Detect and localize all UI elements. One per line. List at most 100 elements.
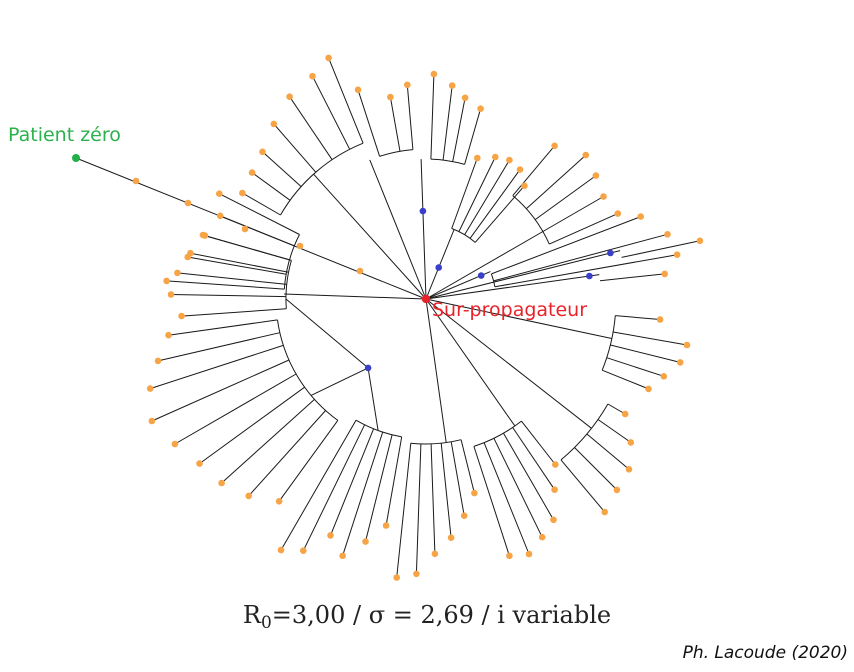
case-node bbox=[551, 142, 558, 150]
transmission-edge bbox=[464, 159, 510, 235]
case-node bbox=[187, 249, 194, 257]
case-node bbox=[431, 550, 439, 558]
transmission-edge bbox=[607, 403, 626, 415]
transmission-edge bbox=[458, 156, 496, 232]
case-node bbox=[184, 199, 192, 207]
case-node bbox=[362, 538, 369, 545]
transmission-edge bbox=[219, 193, 300, 235]
transmission-edge bbox=[415, 443, 422, 574]
case-node bbox=[309, 72, 316, 80]
generation-arc bbox=[473, 420, 522, 447]
transmission-edge bbox=[406, 84, 414, 150]
case-node bbox=[538, 533, 546, 541]
transmission-edge bbox=[430, 74, 435, 160]
transmission-edge bbox=[385, 436, 403, 526]
transmission-edge bbox=[365, 434, 393, 542]
generation-arc bbox=[560, 403, 609, 461]
transmission-edge bbox=[464, 108, 482, 165]
case-node bbox=[656, 316, 664, 323]
case-node bbox=[447, 534, 455, 541]
case-node bbox=[448, 82, 456, 89]
case-node bbox=[525, 550, 533, 558]
case-node bbox=[660, 373, 668, 380]
transmission-edge bbox=[542, 196, 604, 232]
transmission-edge bbox=[425, 229, 455, 300]
transmission-edge bbox=[512, 427, 556, 490]
tree-edges bbox=[75, 57, 701, 578]
case-node bbox=[413, 570, 420, 578]
transmission-edge bbox=[425, 298, 516, 427]
caption-r-symbol: R bbox=[242, 601, 261, 629]
transmission-edge bbox=[199, 386, 305, 465]
super-spreader-label: Sur-propagateur bbox=[432, 299, 588, 321]
transmission-edge bbox=[170, 294, 287, 298]
case-node bbox=[196, 460, 203, 467]
transmission-edge bbox=[606, 357, 664, 377]
transmission-edge bbox=[202, 234, 292, 261]
transmission-edge bbox=[586, 433, 630, 470]
patient-zero-node bbox=[72, 154, 80, 162]
case-node bbox=[325, 54, 332, 62]
transmission-edge bbox=[430, 443, 436, 554]
transmission-edge bbox=[284, 293, 427, 300]
generation-arc bbox=[283, 234, 300, 290]
case-node bbox=[277, 546, 285, 554]
transmission-edge bbox=[242, 192, 281, 216]
transmission-edge bbox=[451, 157, 478, 229]
case-node bbox=[592, 172, 600, 179]
intermediate-node bbox=[477, 272, 485, 279]
case-node bbox=[614, 210, 622, 217]
transmission-edge bbox=[483, 442, 530, 555]
case-node bbox=[393, 574, 401, 581]
case-node bbox=[270, 120, 278, 128]
transmission-edge bbox=[493, 438, 543, 538]
generation-arc bbox=[355, 419, 402, 438]
caption-parameters: =3,00 / σ = 2,69 / i variable bbox=[271, 601, 612, 629]
transmission-edge bbox=[221, 399, 315, 484]
transmission-edge bbox=[310, 367, 369, 396]
transmission-edge bbox=[597, 419, 632, 443]
transmission-edge bbox=[342, 431, 384, 556]
transmission-edge bbox=[150, 344, 284, 390]
transmission-edge bbox=[312, 75, 351, 150]
transmission-edge bbox=[157, 332, 280, 362]
transmission-edge bbox=[251, 172, 291, 201]
case-node bbox=[676, 359, 684, 366]
case-node bbox=[387, 93, 394, 101]
transmission-edge bbox=[313, 173, 427, 300]
transmission-edge bbox=[357, 89, 381, 157]
case-node bbox=[241, 225, 249, 233]
transmission-edge bbox=[174, 373, 297, 445]
generation-arc bbox=[280, 142, 364, 216]
transmission-edge bbox=[599, 273, 665, 282]
transmission-edge bbox=[469, 169, 521, 239]
case-node bbox=[645, 385, 652, 393]
generation-arc bbox=[430, 158, 465, 165]
case-node bbox=[339, 552, 346, 560]
transmission-edge bbox=[440, 443, 452, 538]
case-node bbox=[661, 270, 668, 278]
case-node bbox=[354, 86, 362, 94]
intermediate-node bbox=[586, 272, 593, 280]
transmission-edge bbox=[549, 213, 619, 245]
transmission-edge bbox=[425, 250, 621, 300]
generation-arc bbox=[601, 315, 616, 371]
case-node bbox=[404, 81, 411, 89]
transmission-edge bbox=[280, 419, 357, 551]
transmission-edge bbox=[181, 308, 287, 317]
intermediate-node bbox=[419, 207, 427, 215]
transmission-edge bbox=[168, 319, 278, 336]
super-spreader-node bbox=[421, 294, 431, 304]
generation-arc bbox=[379, 149, 413, 157]
author-credit: Ph. Lacoude (2020) bbox=[682, 643, 848, 663]
transmission-edge bbox=[367, 367, 379, 431]
generation-arc bbox=[285, 260, 292, 309]
case-node bbox=[460, 512, 468, 519]
case-node bbox=[154, 357, 162, 365]
case-node bbox=[146, 385, 154, 392]
case-node bbox=[163, 277, 170, 285]
generation-arc bbox=[410, 439, 462, 445]
case-node bbox=[461, 94, 469, 102]
case-node bbox=[248, 169, 256, 176]
